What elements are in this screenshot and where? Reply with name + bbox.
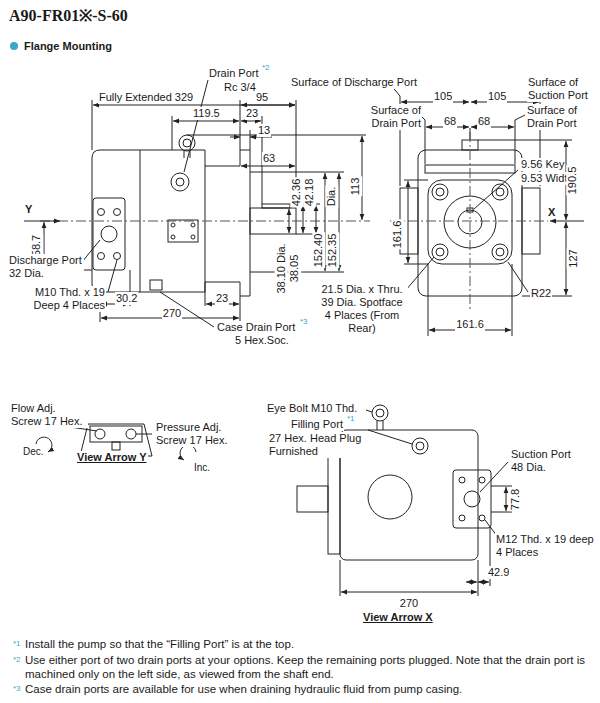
dimension-label: Fully Extended 329 <box>98 91 194 104</box>
dimension-label: 270 <box>399 597 419 610</box>
dimension-label: 23 <box>245 107 259 120</box>
adjust-label: Flow Adj. Screw 17 Hex. <box>10 402 88 428</box>
view-title: View Arrow X <box>362 611 434 624</box>
dimension-label: 38.05 <box>289 253 302 283</box>
bullet <box>10 42 18 50</box>
note-mark: *2 <box>261 63 271 72</box>
view-title: View Arrow Y <box>76 451 148 464</box>
direction-label: Dec. <box>22 446 45 458</box>
dimension-label: 42.9 <box>487 566 510 579</box>
dimension-label: 190.5 <box>567 165 580 195</box>
part-label: Filling Port <box>290 418 344 431</box>
note-mark: *3 <box>12 684 22 693</box>
dimension-label: 68 <box>443 115 457 128</box>
adjust-label: Pressure Adj. Screw 17 Hex. <box>155 421 233 447</box>
hole-label: 21.5 Dia. x Thru. 39 Dia. Spotface 4 Pla… <box>316 283 408 335</box>
surface-label: Surface of Suction Port <box>527 76 597 102</box>
note-text: Install the pump so that the “Filling Po… <box>24 637 295 651</box>
view-letter: Y <box>24 203 33 216</box>
note-mark: *1 <box>346 414 356 423</box>
dimension-label: 63 <box>262 152 276 165</box>
surface-label: Surface of Drain Port <box>526 104 592 130</box>
thread-label: M10 Thd. x 19 Deep 4 Places <box>22 286 106 312</box>
dimension-label: 113 <box>349 176 362 196</box>
dimension-label: 127 <box>566 248 579 268</box>
dimension-label: R22 <box>530 287 552 300</box>
dimension-label: 95 <box>255 91 269 104</box>
surface-label: Surface of Discharge Port <box>290 76 418 89</box>
port-label: Rc 3/4 <box>223 81 257 94</box>
dimension-label: 77.8 <box>509 487 522 510</box>
dimension-label: 161.6 <box>392 219 405 249</box>
port-label: Drain Port <box>208 67 260 80</box>
dimension-label: 161.6 <box>455 318 485 331</box>
dimension-label: 119.5 <box>192 107 221 120</box>
key-label: 9.56 Key <box>520 158 565 171</box>
dimension-label: Dia. <box>326 185 339 207</box>
port-label: Discharge Port 32 Dia. <box>8 254 84 280</box>
dimension-label: 30.2 <box>115 292 138 305</box>
dimension-label: 270 <box>162 307 182 320</box>
port-label: Suction Port 48 Dia. <box>510 448 582 474</box>
dimension-label: 105 <box>487 90 507 103</box>
dimension-label: 42.18 <box>304 177 317 207</box>
note-text: Case drain ports are available for use w… <box>24 682 463 696</box>
dimension-label: 105 <box>433 90 453 103</box>
dimension-label: 13 <box>257 124 271 137</box>
note-mark: *2 <box>12 655 22 664</box>
thread-label: M12 Thd. x 19 deep 4 Places <box>495 533 597 559</box>
part-label: 27 Hex. Head Plug Furnished <box>268 432 374 458</box>
port-label: 5 Hex.Soc. <box>234 334 290 347</box>
note-text: Use either port of two drain ports at yo… <box>24 653 596 681</box>
subtitle: Flange Mounting <box>23 40 113 53</box>
dimension-label: 38.10 Dia. <box>275 242 288 294</box>
dimension-label: 42.36 <box>291 177 304 207</box>
dimension-label: 68 <box>477 115 491 128</box>
note-mark: *1 <box>12 639 22 648</box>
dimension-label: 152.40 <box>313 232 326 268</box>
dimension-label: 23 <box>215 292 229 305</box>
note-mark: *3 <box>299 317 309 326</box>
view-letter: X <box>547 206 556 219</box>
direction-label: Inc. <box>193 462 211 474</box>
drawing-title: A90-FR01※-S-60 <box>8 7 129 25</box>
port-label: Case Drain Port <box>216 321 296 334</box>
surface-label: Surface of Drain Port <box>358 104 422 130</box>
part-label: Eye Bolt M10 Thd. <box>266 402 358 415</box>
dimension-label: 152.35 <box>327 232 340 268</box>
